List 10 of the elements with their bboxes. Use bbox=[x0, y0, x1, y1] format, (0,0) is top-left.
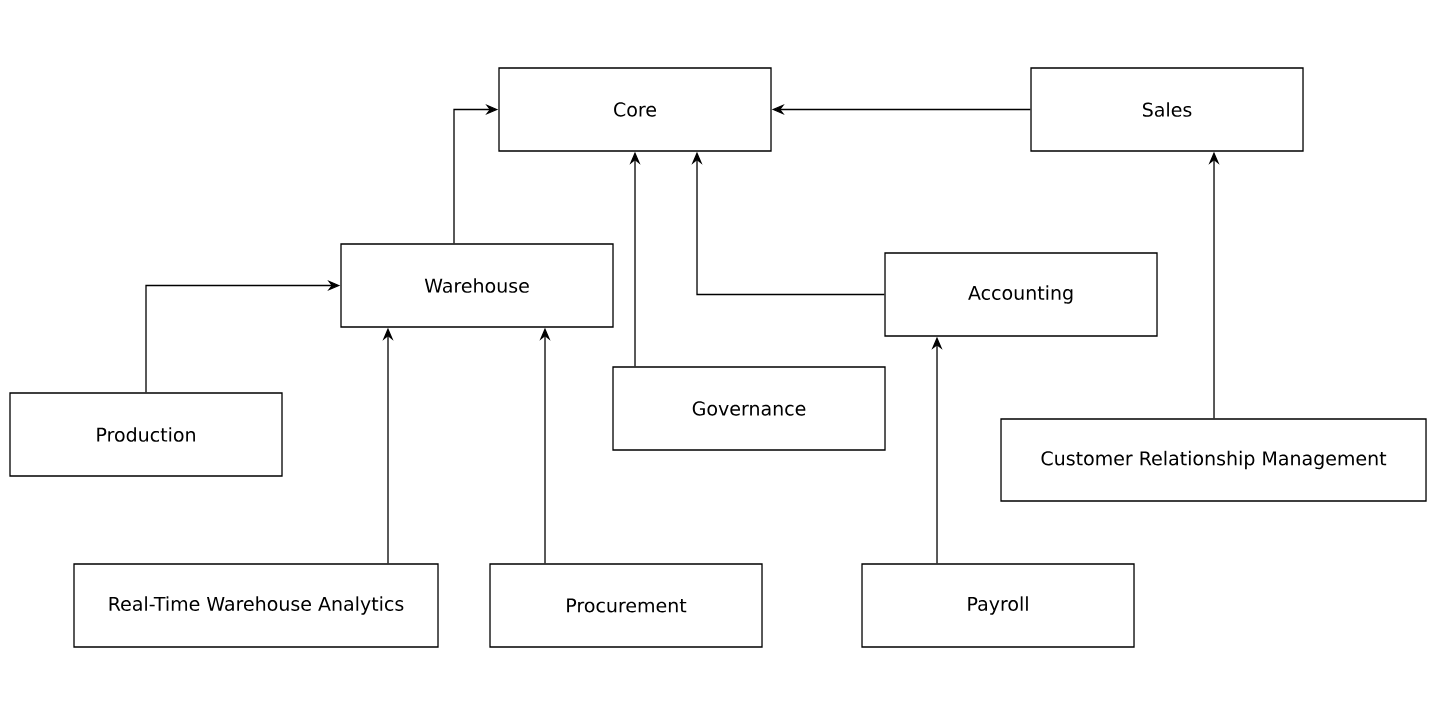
process-box: Warehouse bbox=[340, 243, 614, 328]
process-box: Sales bbox=[1030, 67, 1304, 152]
process-box: Production bbox=[9, 392, 283, 477]
process-box: Real-Time Warehouse Analytics bbox=[73, 563, 439, 648]
process-box: Procurement bbox=[489, 563, 763, 648]
process-box: Accounting bbox=[884, 252, 1158, 337]
process-box: Core bbox=[498, 67, 772, 152]
process-box: Customer Relationship Management bbox=[1000, 418, 1427, 502]
process-box: Payroll bbox=[861, 563, 1135, 648]
process-box: Governance bbox=[612, 366, 886, 451]
